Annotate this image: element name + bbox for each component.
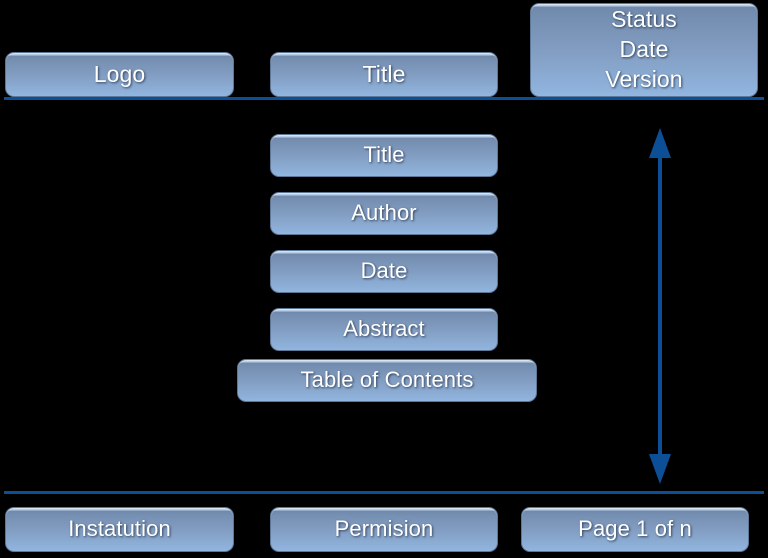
footer-institution-box[interactable]: Instatution <box>5 507 234 552</box>
body-abstract-box[interactable]: Abstract <box>270 308 498 351</box>
header-status-date-version-box[interactable]: Status Date Version <box>530 3 758 97</box>
body-table-of-contents-box[interactable]: Table of Contents <box>237 359 537 402</box>
footer-page-number-box[interactable]: Page 1 of n <box>521 507 749 552</box>
header-title-box[interactable]: Title <box>270 52 498 97</box>
footer-divider-rule <box>4 491 764 494</box>
header-status-line: Status <box>611 6 677 33</box>
header-logo-box[interactable]: Logo <box>5 52 234 97</box>
header-divider-rule <box>4 97 764 100</box>
double-arrow-icon <box>640 126 680 486</box>
body-author-box[interactable]: Author <box>270 192 498 235</box>
body-date-box[interactable]: Date <box>270 250 498 293</box>
header-version-line: Version <box>605 65 683 92</box>
body-title-box[interactable]: Title <box>270 134 498 177</box>
footer-permission-box[interactable]: Permision <box>270 507 498 552</box>
header-date-line: Date <box>619 36 669 63</box>
